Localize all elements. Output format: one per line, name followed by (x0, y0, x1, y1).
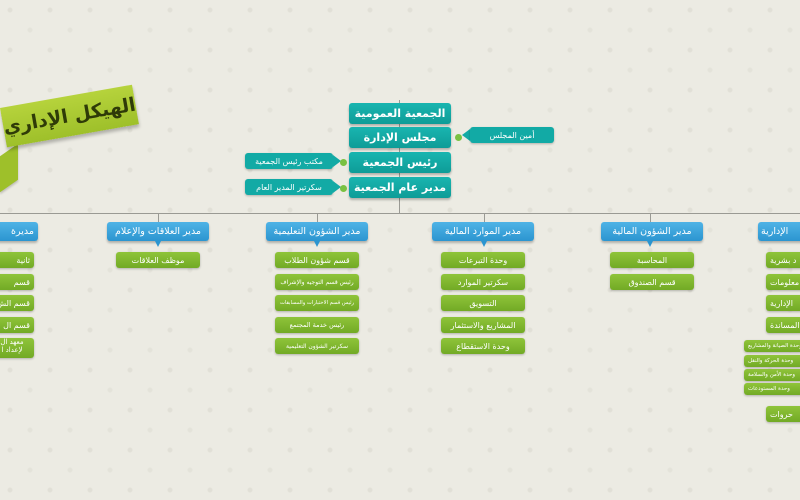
sub-unit-box: ثانية (0, 252, 34, 268)
connector-dot (340, 185, 347, 192)
department-box: الإدارية (758, 222, 800, 241)
connector-dot (455, 134, 462, 141)
connector-dot (340, 159, 347, 166)
sub-unit-box: قسم شؤون الطلاب (275, 252, 359, 268)
sub-unit-box: وحدة الاستقطاع (441, 338, 525, 354)
sub-unit-box: قسم (0, 274, 34, 290)
arrow-pointer (333, 181, 341, 193)
president-box: رئيس الجمعية (349, 152, 451, 173)
sub-unit-box: حروات (766, 406, 800, 422)
board-secretary-box: أمين المجلس (470, 127, 554, 143)
down-arrow (314, 241, 320, 247)
sub-unit-box: المشاريع والاستثمار (441, 317, 525, 333)
dept-drop-line (484, 213, 485, 222)
sub-unit-box: قسم الش (0, 295, 34, 311)
sub-unit-box: وحدة الصيانة والمشاريع (744, 340, 800, 352)
sub-unit-box: وحدة المستودعات (744, 383, 800, 395)
dept-drop-line (317, 213, 318, 222)
sub-unit-line: معهد ال (0, 338, 24, 346)
sub-unit-box: رئيس خدمة المجتمع (275, 317, 359, 333)
department-box: مديرة (0, 222, 38, 241)
dept-drop-line (650, 213, 651, 222)
down-arrow (481, 241, 487, 247)
sub-unit-box: معهد ال لإعداد ا (0, 338, 34, 358)
arrow-pointer (462, 129, 470, 141)
sub-unit-line: لإعداد ا (1, 346, 23, 354)
sub-unit-box: سكرتير الشؤون التعليمية (275, 338, 359, 354)
sub-unit-box: قسم الصندوق (610, 274, 694, 290)
down-arrow (647, 241, 653, 247)
down-arrow (155, 241, 161, 247)
dept-drop-line (158, 213, 159, 222)
arrow-pointer (333, 155, 341, 167)
sub-unit-box: وحدة الأمن والسلامة (744, 369, 800, 381)
sub-unit-box: معلومات (766, 274, 800, 290)
department-box: مدير الشؤون التعليمية (266, 222, 368, 241)
sub-unit-box: المساندة (766, 317, 800, 333)
department-connector-line (0, 213, 800, 214)
general-manager-box: مدير عام الجمعية (349, 177, 451, 198)
general-assembly-box: الجمعية العمومية (349, 103, 451, 124)
sub-unit-box: وحدة الحركة والنقل (744, 355, 800, 367)
gm-secretary-box: سكرتير المدير العام (245, 179, 333, 195)
sub-unit-box: وحدة التبرعات (441, 252, 525, 268)
sub-unit-box: رئيس قسم الاختبارات والمسابقات (275, 295, 359, 311)
sub-unit-box: رئيس قسم التوجيه والإشراف (275, 274, 359, 290)
board-of-directors-box: مجلس الإدارة (349, 127, 451, 148)
sub-unit-box: د بشرية (766, 252, 800, 268)
president-office-box: مكتب رئيس الجمعية (245, 153, 333, 169)
sub-unit-box: سكرتير الموارد (441, 274, 525, 290)
department-box: مدير الموارد المالية (432, 222, 534, 241)
department-box: مدير الشؤون المالية (601, 222, 703, 241)
sub-unit-box: موظف العلاقات (116, 252, 200, 268)
sub-unit-box: الإدارية (766, 295, 800, 311)
sub-unit-box: التسويق (441, 295, 525, 311)
sub-unit-box: قسم ال (0, 317, 34, 333)
department-box: مدير العلاقات والإعلام (107, 222, 209, 241)
sub-unit-box: المحاسبة (610, 252, 694, 268)
